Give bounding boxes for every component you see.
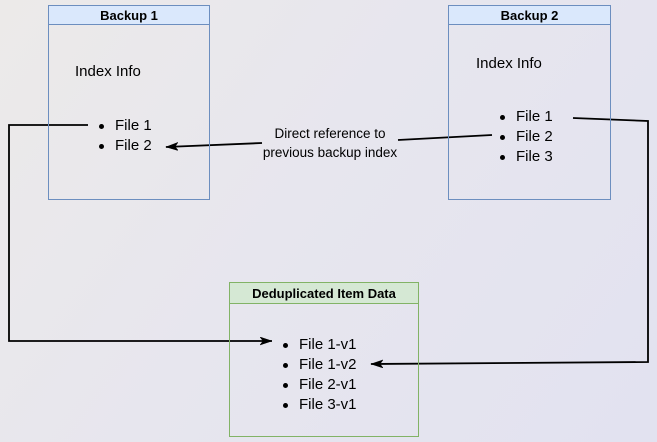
list-item: File 1-v2: [282, 355, 357, 375]
list-item: File 2: [98, 136, 152, 156]
backup2-box: Backup 2 Index Info File 1 File 2 File 3: [448, 5, 611, 200]
direct-reference-annotation: Direct reference to previous backup inde…: [240, 124, 420, 162]
dedup-box: Deduplicated Item Data File 1-v1 File 1-…: [229, 282, 419, 437]
annotation-line1: Direct reference to: [274, 126, 386, 141]
list-item: File 1: [499, 107, 553, 127]
dedup-file-list: File 1-v1 File 1-v2 File 2-v1 File 3-v1: [282, 335, 357, 415]
backup2-title: Backup 2: [449, 6, 610, 25]
backup1-index-info-label: Index Info: [75, 63, 141, 80]
dedup-title: Deduplicated Item Data: [230, 283, 418, 304]
list-item: File 3-v1: [282, 395, 357, 415]
backup1-box: Backup 1 Index Info File 1 File 2: [48, 5, 210, 200]
list-item: File 2: [499, 127, 553, 147]
list-item: File 1-v1: [282, 335, 357, 355]
backup1-title: Backup 1: [49, 6, 209, 25]
list-item: File 2-v1: [282, 375, 357, 395]
backup2-file-list: File 1 File 2 File 3: [499, 107, 553, 167]
backup2-index-info-label: Index Info: [476, 55, 542, 72]
backup1-file-list: File 1 File 2: [98, 116, 152, 156]
list-item: File 3: [499, 147, 553, 167]
annotation-line2: previous backup index: [262, 145, 398, 160]
list-item: File 1: [98, 116, 152, 136]
